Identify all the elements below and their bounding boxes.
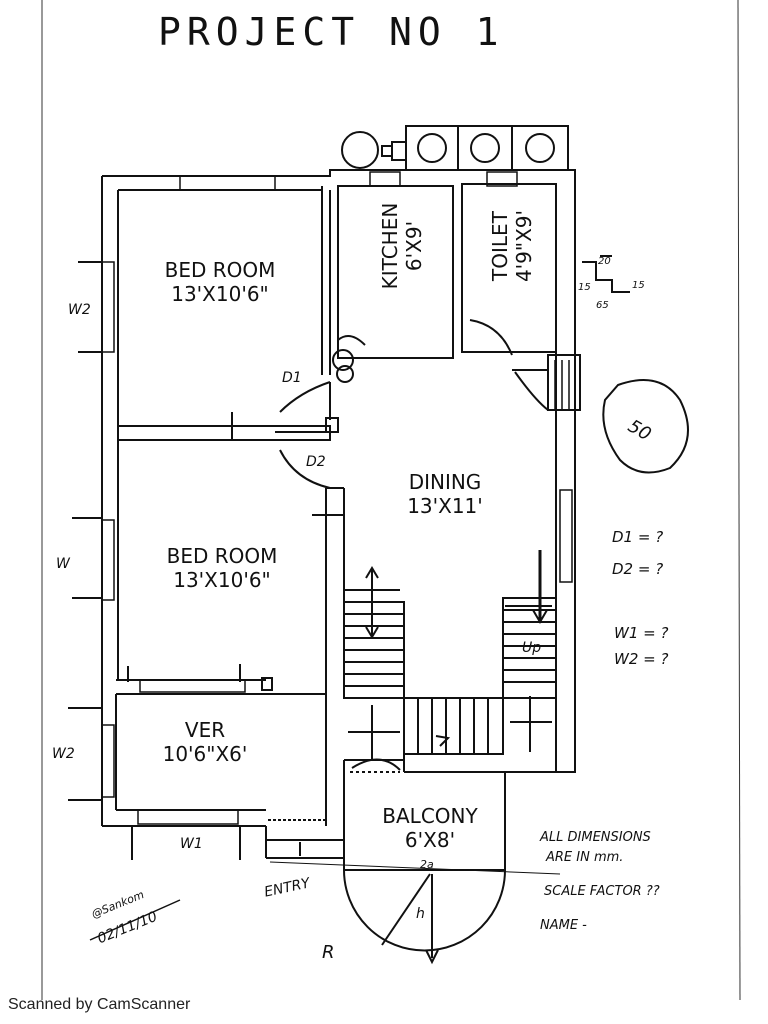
room-toilet-size: 4'9"X9' xyxy=(512,209,536,283)
note-w1: W1 = ? xyxy=(614,624,669,642)
note-name: NAME - xyxy=(540,918,587,933)
label-step-right: 15 xyxy=(632,280,645,291)
water-tank xyxy=(602,379,689,474)
room-dining-name: DINING xyxy=(408,470,482,494)
room-bed2: BED ROOM 13'X10'6" xyxy=(152,544,292,592)
room-toilet: TOILET 4'9"X9' xyxy=(488,196,536,296)
label-w2-bottom: W2 xyxy=(52,746,75,762)
room-kitchen-size: 6'X9' xyxy=(402,220,426,272)
label-2a: 2a xyxy=(420,858,434,871)
note-d1: D1 = ? xyxy=(612,528,664,546)
label-step-tread: 65 xyxy=(596,300,609,311)
room-dining: DINING 13'X11' xyxy=(390,470,500,518)
room-bed1: BED ROOM 13'X10'6" xyxy=(150,258,290,306)
note-dimensions-line1: ALL DIMENSIONS xyxy=(540,830,651,845)
room-bed1-name: BED ROOM xyxy=(164,258,276,282)
label-r: R xyxy=(322,942,335,963)
room-balcony-size: 6'X8' xyxy=(404,828,456,852)
room-ver-size: 10'6"X6' xyxy=(162,742,248,766)
room-ver: VER 10'6"X6' xyxy=(145,718,265,766)
balcony-arc xyxy=(343,869,506,952)
label-d2: D2 xyxy=(306,454,326,470)
room-bed2-name: BED ROOM xyxy=(166,544,278,568)
room-kitchen-name: KITCHEN xyxy=(378,202,402,290)
room-dining-size: 13'X11' xyxy=(407,494,483,518)
label-up: Up xyxy=(522,640,542,656)
label-w1: W1 xyxy=(180,836,203,852)
room-balcony-name: BALCONY xyxy=(382,804,478,828)
room-bed2-size: 13'X10'6" xyxy=(173,568,271,592)
room-kitchen: KITCHEN 6'X9' xyxy=(378,186,426,306)
room-bed1-size: 13'X10'6" xyxy=(171,282,269,306)
label-w2-top: W2 xyxy=(68,302,91,318)
page-title: PROJECT NO 1 xyxy=(158,10,505,54)
label-step-rise: 20 xyxy=(598,256,611,267)
room-balcony: BALCONY 6'X8' xyxy=(365,804,495,852)
note-d2: D2 = ? xyxy=(612,560,664,578)
scanner-watermark: Scanned by CamScanner xyxy=(8,996,191,1013)
label-step-left: 15 xyxy=(578,282,591,293)
note-dimensions-line2: ARE IN mm. xyxy=(546,850,624,865)
note-w2: W2 = ? xyxy=(614,650,669,668)
room-ver-name: VER xyxy=(184,718,226,742)
label-w-mid: W xyxy=(56,556,70,572)
label-d1: D1 xyxy=(282,370,302,386)
label-h: h xyxy=(416,906,425,922)
room-toilet-name: TOILET xyxy=(488,211,512,281)
note-scale-factor: SCALE FACTOR ?? xyxy=(544,884,660,899)
